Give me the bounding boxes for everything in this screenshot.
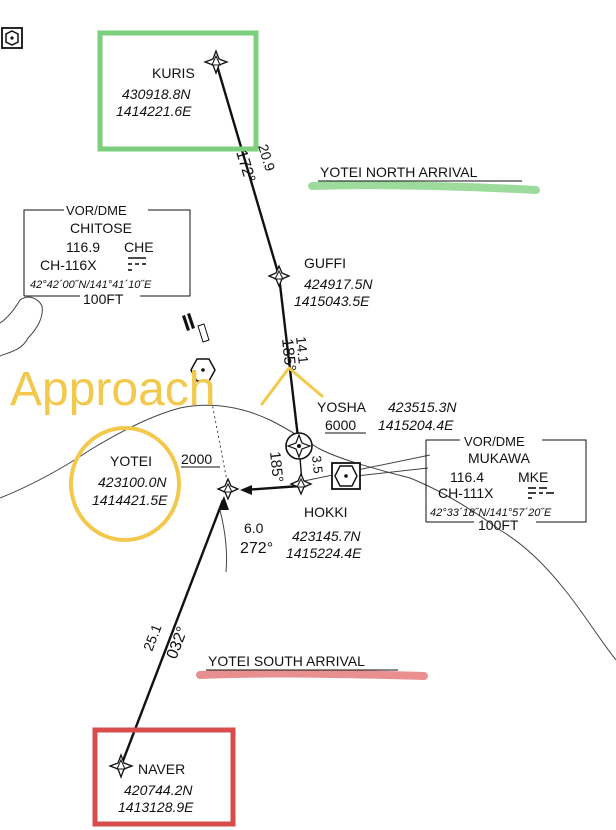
- naver-waypoint-icon[interactable]: [108, 753, 134, 779]
- hokki-lon: 1415224.4E: [286, 545, 362, 561]
- guffi-waypoint-icon[interactable]: [267, 264, 291, 288]
- chitose-name: CHITOSE: [70, 220, 132, 236]
- north-arrival-label: YOTEI NORTH ARRIVAL: [320, 164, 478, 180]
- mukawa-connector-2: [355, 467, 429, 477]
- guffi-name: GUFFI: [304, 255, 346, 271]
- mukawa-elevation: 100FT: [478, 517, 519, 533]
- mukawa-coords: 42°33´18˝N/141°57´20˝E: [430, 507, 552, 519]
- kuris-name: KURIS: [152, 65, 195, 81]
- naver-lon: 1413128.9E: [118, 799, 194, 815]
- naver-lat: 420744.2N: [124, 782, 193, 798]
- kuris-lon: 1414221.6E: [116, 103, 192, 119]
- mukawa-vor-icon[interactable]: [331, 462, 361, 490]
- hokki-waypoint-icon[interactable]: [289, 472, 313, 496]
- mukawa-name: MUKAWA: [468, 450, 531, 466]
- coastline: [0, 296, 616, 661]
- leg-guffi-yosha-distance: 14.1: [293, 336, 312, 365]
- yosha-lon: 1415204.4E: [378, 417, 454, 433]
- leg-naver-yotei: [119, 499, 225, 767]
- mukawa-morse-icon: [528, 487, 554, 499]
- mukawa-navaid-box[interactable]: VOR/DME MUKAWA 116.4 MKE CH-111X 42°33´1…: [425, 434, 587, 533]
- yosha-lat: 423515.3N: [388, 399, 457, 415]
- kuris-highlight-box: [97, 30, 259, 152]
- runway-icon: [182, 313, 210, 343]
- leg-yosha-hokki-distance: 3.5: [309, 455, 326, 475]
- yotei-highlight-circle: [69, 426, 181, 542]
- yosha-vordme-icon[interactable]: [285, 432, 313, 460]
- kuris-waypoint-icon[interactable]: [203, 49, 229, 75]
- leg-yosha-hokki-course: 185°: [266, 451, 286, 484]
- chitose-channel: CH-116X: [40, 257, 97, 273]
- chitose-type: VOR/DME: [66, 203, 127, 218]
- mukawa-ident: MKE: [518, 469, 548, 485]
- chitose-navaid-box[interactable]: VOR/DME CHITOSE 116.9 CHE CH-116X 42°42´…: [23, 203, 191, 307]
- mukawa-type: VOR/DME: [464, 434, 525, 449]
- yotei-lat: 423100.0N: [98, 474, 167, 490]
- chitose-radial-dotted: [205, 371, 229, 487]
- chitose-coords: 42°42´00˝N/141°41´10˝E: [30, 279, 152, 291]
- kuris-lat: 430918.8N: [122, 86, 191, 102]
- leg-hokki-yotei-course: 272°: [240, 540, 273, 557]
- hokki-lat: 423145.7N: [292, 528, 361, 544]
- vortac-icon: [1, 27, 23, 49]
- yosha-altitude: 6000: [325, 417, 356, 433]
- chitose-vor-icon[interactable]: [190, 358, 216, 382]
- yosha-name: YOSHA: [317, 399, 367, 415]
- chitose-freq: 116.9: [66, 239, 100, 255]
- naver-highlight-box: [92, 727, 236, 827]
- yotei-name: YOTEI: [110, 453, 152, 469]
- chitose-morse-icon: [128, 257, 146, 271]
- naver-name: NAVER: [138, 761, 185, 777]
- guffi-lat: 424917.5N: [304, 276, 373, 292]
- leg-naver-yotei-distance: 25.1: [140, 622, 165, 653]
- leg-guffi-yosha-course: 185°: [278, 338, 298, 373]
- leg-kuris-guffi-distance: 20.9: [255, 142, 278, 173]
- leg-hokki-yotei-distance: 6.0: [244, 520, 264, 536]
- approach-annotation: Approach: [10, 363, 215, 416]
- mukawa-freq: 116.4: [450, 469, 484, 485]
- leg-guffi-yosha: [277, 275, 301, 447]
- leg-kuris-guffi: [214, 61, 281, 277]
- chitose-elevation: 100FT: [83, 291, 124, 307]
- approach-caret-icon: [260, 366, 324, 406]
- leg-hokki-yotei: [243, 484, 301, 492]
- leg-kuris-guffi-course: 172°: [232, 148, 258, 185]
- south-arrival-highlight: [196, 669, 428, 680]
- south-arrival-label: YOTEI SOUTH ARRIVAL: [208, 653, 365, 669]
- yotei-altitude: 2000: [181, 451, 212, 467]
- guffi-lon: 1415043.5E: [294, 293, 370, 309]
- yotei-lon: 1414421.5E: [92, 492, 168, 508]
- leg-naver-yotei-course: 032°: [164, 624, 192, 661]
- yotei-waypoint-icon[interactable]: [216, 477, 240, 501]
- chitose-ident: CHE: [124, 239, 154, 255]
- arrow-naver-yotei: [218, 496, 229, 510]
- arrow-hokki-yotei: [240, 485, 252, 495]
- north-arrival-highlight: [308, 181, 540, 194]
- hokki-name: HOKKI: [304, 504, 348, 520]
- mukawa-connector: [298, 454, 431, 483]
- mukawa-channel: CH-111X: [438, 485, 494, 501]
